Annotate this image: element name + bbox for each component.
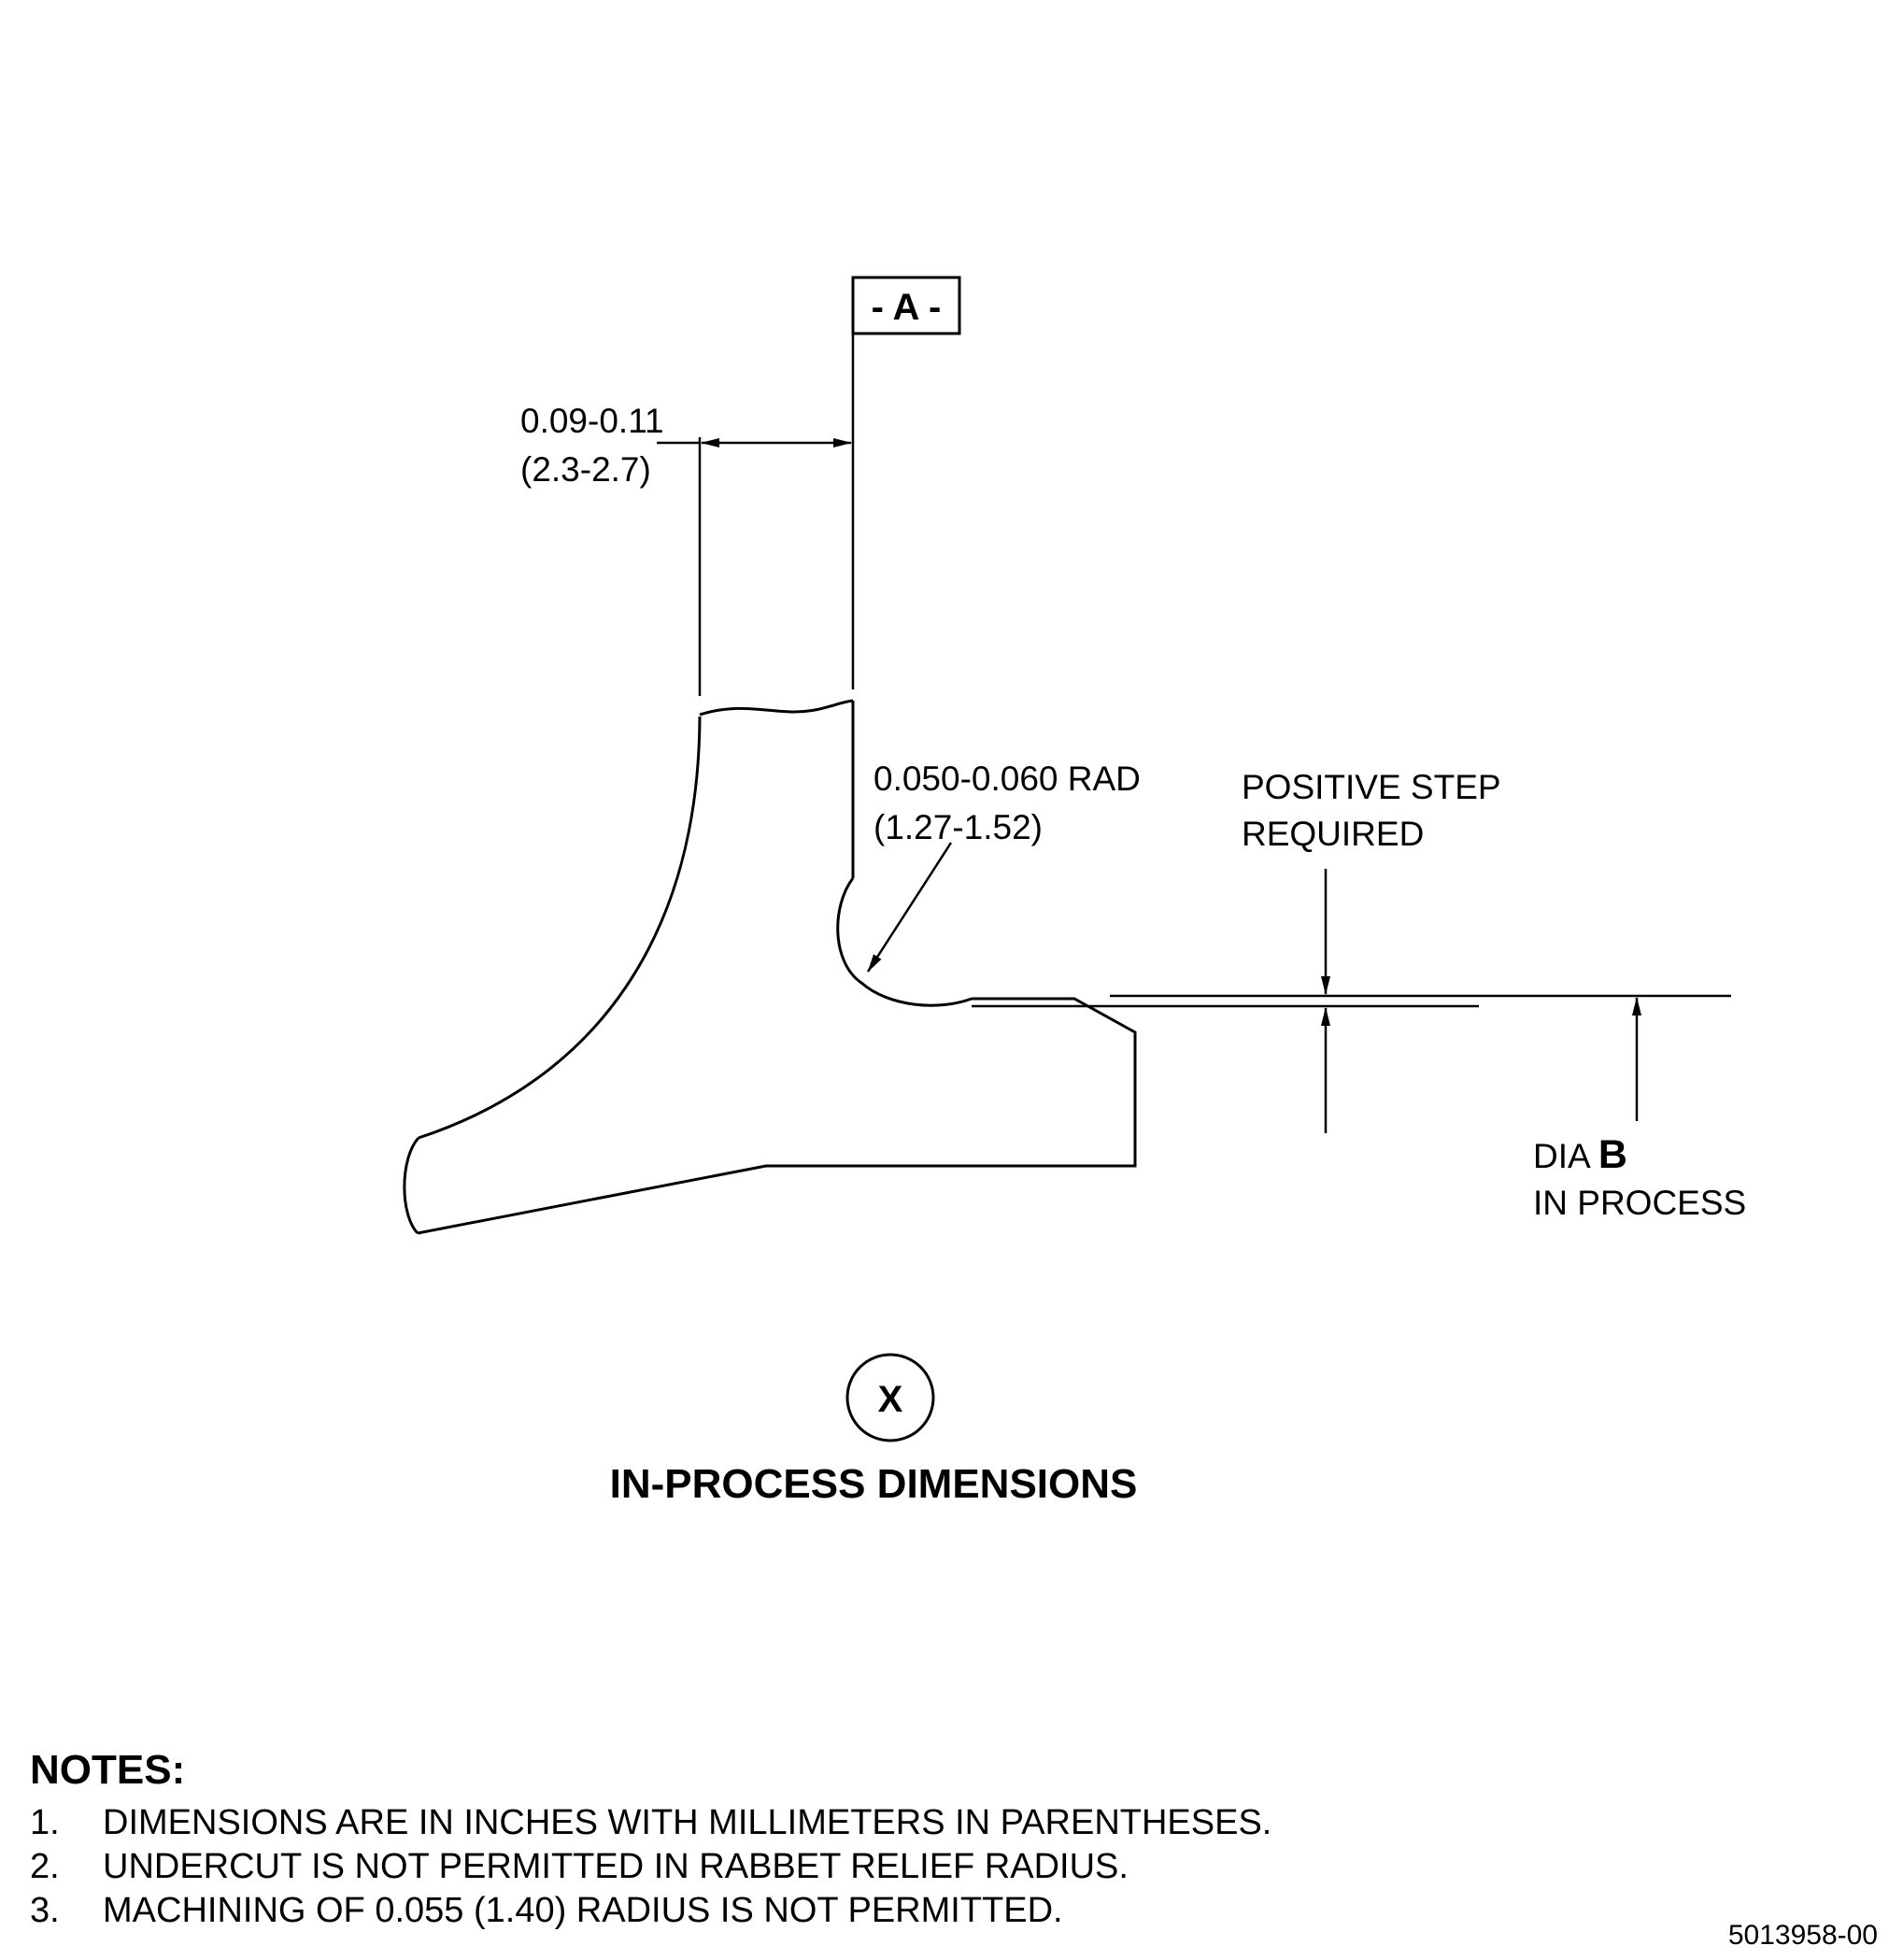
note-text: MACHINING OF 0.055 (1.40) RADIUS IS NOT … <box>103 1891 1063 1930</box>
note-number: 1. <box>30 1803 60 1842</box>
datum-a-symbol: - A - <box>851 276 961 335</box>
bottom-surface <box>417 997 1137 1235</box>
radius-leader <box>866 842 953 973</box>
radius-inches: 0.050-0.060 RAD <box>873 760 1141 798</box>
diameter-line2: IN PROCESS <box>1533 1184 1746 1222</box>
flange-left-curve <box>418 716 702 1140</box>
note-number: 3. <box>30 1891 60 1930</box>
diameter-prefix: DIA <box>1533 1137 1591 1175</box>
break-line-left <box>403 1136 420 1235</box>
datum-box <box>851 276 961 335</box>
notes-section: NOTES: 1. DIMENSIONS ARE IN INCHES WITH … <box>30 1747 1271 1933</box>
note-text: UNDERCUT IS NOT PERMITTED IN RABBET RELI… <box>103 1847 1129 1886</box>
diameter-letter: B <box>1598 1132 1627 1177</box>
radius-mm: (1.27-1.52) <box>873 808 1043 846</box>
note-item: 2. UNDERCUT IS NOT PERMITTED IN RABBET R… <box>30 1845 1271 1889</box>
diameter-line1: DIA B <box>1533 1132 1627 1177</box>
thickness-inches: 0.09-0.11 <box>520 402 664 440</box>
datum-label: - A - <box>872 287 942 328</box>
note-text: DIMENSIONS ARE IN INCHES WITH MILLIMETER… <box>103 1803 1272 1842</box>
part-outline <box>403 699 1137 1235</box>
step-line1: POSITIVE STEP <box>1242 768 1501 806</box>
note-item: 1. DIMENSIONS ARE IN INCHES WITH MILLIME… <box>30 1801 1271 1845</box>
view-letter: X <box>878 1379 903 1420</box>
view-callout: X IN-PROCESS DIMENSIONS <box>610 1353 1138 1507</box>
view-circle <box>845 1353 935 1442</box>
relief-radius <box>836 877 973 1007</box>
break-line-top <box>699 699 854 717</box>
step-line2: REQUIRED <box>1242 815 1424 853</box>
note-number: 2. <box>30 1847 60 1886</box>
thickness-mm: (2.3-2.7) <box>520 450 651 489</box>
dimension-lines <box>657 334 1731 1133</box>
note-item: 3. MACHINING OF 0.055 (1.40) RADIUS IS N… <box>30 1889 1271 1933</box>
view-title: IN-PROCESS DIMENSIONS <box>610 1461 1138 1507</box>
drawing-number: 5013958-00 <box>1727 1920 1878 1951</box>
notes-title: NOTES: <box>30 1747 186 1793</box>
